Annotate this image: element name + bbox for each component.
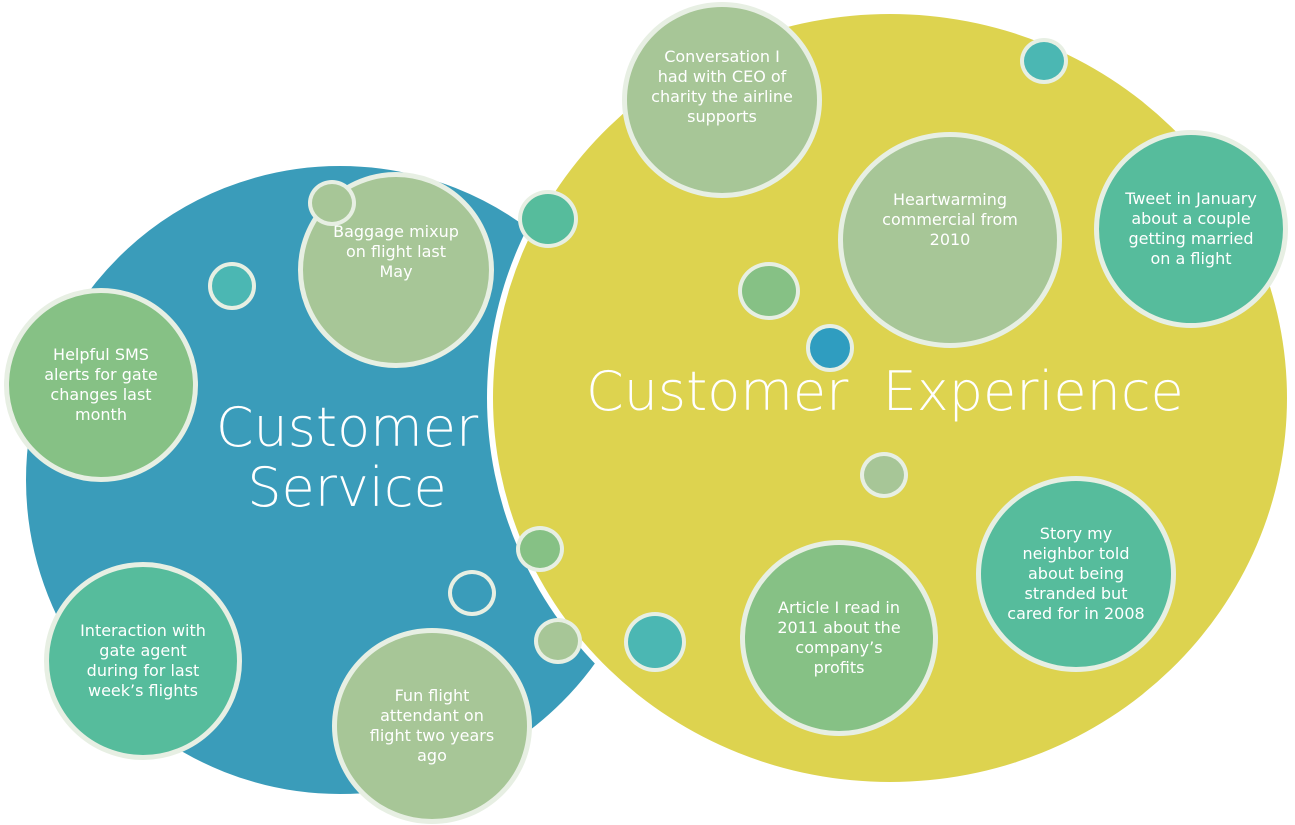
bubble-heartwarming-commercial-text: Heartwarming commercial from 2010 bbox=[882, 190, 1018, 249]
decorative-dot bbox=[624, 612, 686, 672]
decorative-dot bbox=[518, 190, 578, 248]
decorative-dot bbox=[308, 180, 356, 226]
bubble-flight-attendant: Fun flight attendant on flight two years… bbox=[332, 628, 532, 824]
bubble-flight-attendant-text: Fun flight attendant on flight two years… bbox=[369, 686, 495, 765]
decorative-dot bbox=[860, 452, 908, 498]
bubble-heartwarming-commercial: Heartwarming commercial from 2010 bbox=[838, 132, 1062, 348]
decorative-dot bbox=[534, 618, 582, 664]
decorative-dot bbox=[806, 324, 854, 372]
bubble-ceo-conversation-text: Conversation I had with CEO of charity t… bbox=[651, 47, 793, 126]
bubble-gate-agent: Interaction with gate agent during for l… bbox=[44, 562, 242, 760]
bubble-neighbor-story: Story my neighbor told about being stran… bbox=[976, 476, 1176, 672]
decorative-dot bbox=[1020, 38, 1068, 84]
customer-service-title: Customer Service bbox=[212, 396, 482, 520]
bubble-sms-alerts-text: Helpful SMS alerts for gate changes last… bbox=[44, 345, 158, 424]
bubble-neighbor-story-text: Story my neighbor told about being stran… bbox=[1007, 524, 1145, 623]
decorative-dot bbox=[738, 262, 800, 320]
bubble-baggage-mixup-text: Baggage mixup on flight last May bbox=[333, 222, 459, 281]
bubble-sms-alerts: Helpful SMS alerts for gate changes last… bbox=[4, 288, 198, 482]
bubble-tweet-wedding-text: Tweet in January about a couple getting … bbox=[1125, 189, 1257, 268]
decorative-dot bbox=[208, 262, 256, 310]
customer-service-title-line1: Customer bbox=[215, 396, 479, 459]
customer-service-title-line2: Service bbox=[247, 456, 447, 520]
customer-experience-title: Customer Experience bbox=[586, 360, 1184, 423]
bubble-ceo-conversation: Conversation I had with CEO of charity t… bbox=[622, 2, 822, 198]
bubble-article-profits: Article I read in 2011 about the company… bbox=[740, 540, 938, 736]
decorative-dot bbox=[448, 570, 496, 616]
bubble-gate-agent-text: Interaction with gate agent during for l… bbox=[80, 621, 206, 700]
bubble-tweet-wedding: Tweet in January about a couple getting … bbox=[1094, 130, 1288, 328]
decorative-dot bbox=[516, 526, 564, 572]
bubble-article-profits-text: Article I read in 2011 about the company… bbox=[777, 598, 901, 677]
